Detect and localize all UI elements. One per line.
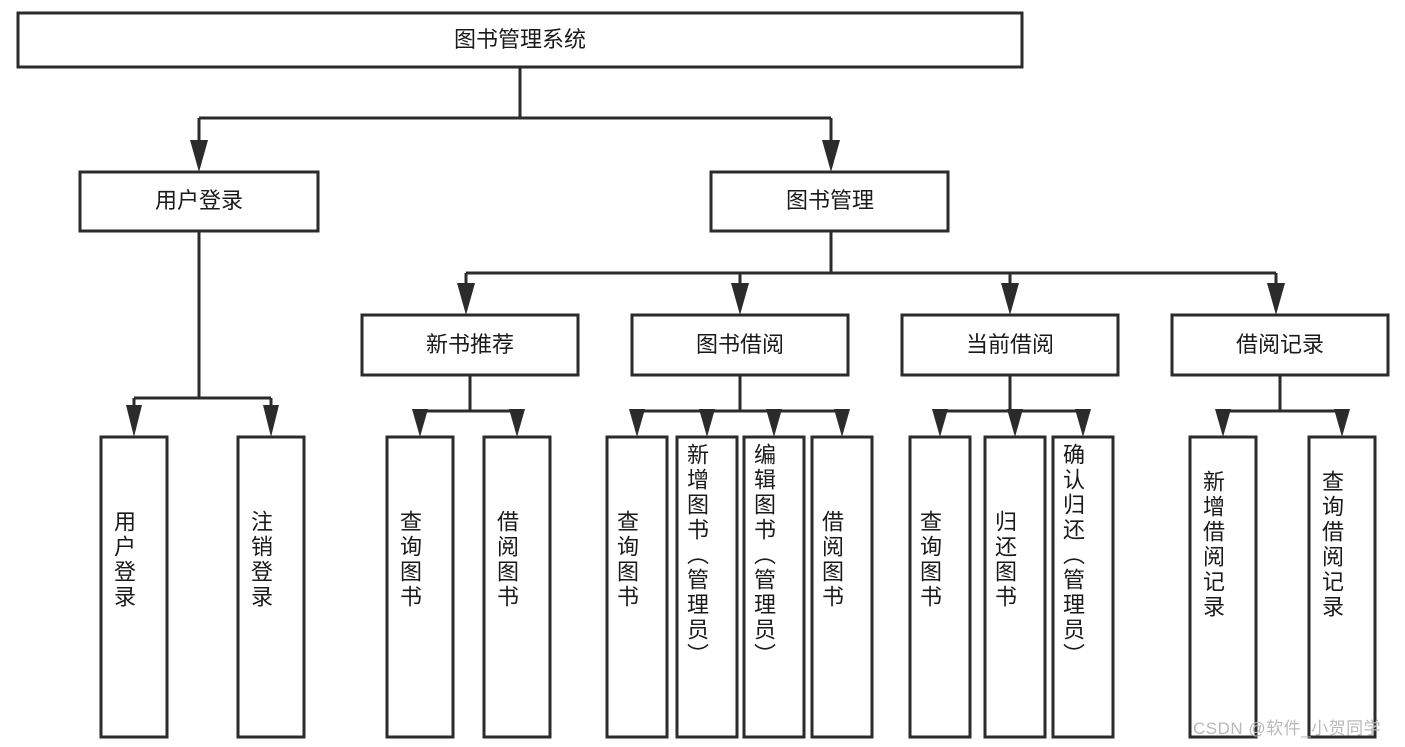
node-leaf-borrow-book-rect[interactable] xyxy=(810,435,874,739)
node-book-management[interactable]: 图书管理 xyxy=(709,170,950,233)
node-leaf-user-login-rect[interactable] xyxy=(99,435,169,739)
node-borrow-records[interactable]: 借阅记录 xyxy=(1170,313,1390,377)
edge-group-new-book-to-leaves xyxy=(412,375,525,437)
arrow-head-leaf-add-borrow-record xyxy=(1215,409,1231,437)
arrow-head-leaf-borrow-book xyxy=(834,409,850,437)
arrow-head-leaf-user-login xyxy=(126,405,142,437)
node-current-borrow-rect[interactable] xyxy=(900,313,1120,377)
node-book-borrow[interactable]: 图书借阅 xyxy=(630,313,850,377)
node-root-label: 图书管理系统 xyxy=(454,27,586,52)
node-user-login-rect[interactable] xyxy=(78,170,320,233)
node-book-management-rect[interactable] xyxy=(709,170,950,233)
node-current-borrow[interactable]: 当前借阅 xyxy=(900,313,1120,377)
node-leaf-query-borrow-record-rect[interactable] xyxy=(1307,435,1377,739)
arrow-head-new-book-recommend xyxy=(457,283,475,315)
arrow-head-leaf-user-logout xyxy=(263,405,279,437)
arrow-head-leaf-borrow-book-rec xyxy=(509,409,525,437)
node-book-borrow-rect[interactable] xyxy=(630,313,850,377)
edge-group-current-borrow-to-leaves xyxy=(932,375,1091,437)
arrow-head-leaf-query-book-current xyxy=(932,409,948,437)
arrow-head-book-borrow xyxy=(731,283,749,315)
csdn-watermark: CSDN @软件_小贺同学 xyxy=(1193,719,1382,738)
arrow-head-leaf-return-book xyxy=(1007,409,1023,437)
node-book-management-label: 图书管理 xyxy=(786,188,874,213)
arrow-head-book-management xyxy=(822,140,840,172)
edge-group-user-login-to-leaves xyxy=(126,231,279,437)
arrow-head-leaf-edit-book-admin xyxy=(766,409,782,437)
arrow-head-leaf-confirm-return-admin xyxy=(1075,409,1091,437)
node-leaf-confirm-return-admin-rect[interactable] xyxy=(1051,435,1115,739)
arrow-head-current-borrow xyxy=(1001,283,1019,315)
edge-group-root-to-level2 xyxy=(190,67,840,172)
node-new-book-recommend-rect[interactable] xyxy=(360,313,580,377)
node-leaf-query-book-rec-rect[interactable] xyxy=(385,435,455,739)
arrow-head-leaf-add-book-admin xyxy=(699,409,715,437)
node-current-borrow-label: 当前借阅 xyxy=(966,332,1054,357)
node-leaf-user-logout-rect[interactable] xyxy=(236,435,306,739)
arrow-head-leaf-query-borrow-record xyxy=(1334,409,1350,437)
node-leaf-edit-book-admin-rect[interactable] xyxy=(742,435,806,739)
node-book-borrow-label: 图书借阅 xyxy=(696,332,784,357)
edge-group-book-management-to-level3 xyxy=(457,231,1285,315)
node-user-login[interactable]: 用户登录 xyxy=(78,170,320,233)
node-leaf-borrow-book-rec-rect[interactable] xyxy=(482,435,552,739)
node-new-book-recommend-label: 新书推荐 xyxy=(426,332,514,357)
node-leaf-return-book-rect[interactable] xyxy=(983,435,1047,739)
node-borrow-records-rect[interactable] xyxy=(1170,313,1390,377)
arrow-head-leaf-query-book-borrow xyxy=(629,409,645,437)
node-root[interactable]: 图书管理系统 xyxy=(16,11,1024,69)
node-borrow-records-label: 借阅记录 xyxy=(1236,332,1324,357)
arrow-head-borrow-records xyxy=(1267,283,1285,315)
node-leaf-query-book-current-rect[interactable] xyxy=(908,435,972,739)
arrow-head-user-login xyxy=(190,140,208,172)
arrow-head-leaf-query-book-rec xyxy=(412,409,428,437)
node-new-book-recommend[interactable]: 新书推荐 xyxy=(360,313,580,377)
node-leaf-add-book-admin-rect[interactable] xyxy=(675,435,739,739)
node-leaf-query-book-borrow-rect[interactable] xyxy=(605,435,669,739)
edge-group-book-borrow-to-leaves xyxy=(629,375,850,437)
edge-group-borrow-records-to-leaves xyxy=(1215,375,1350,437)
node-leaf-add-borrow-record-rect[interactable] xyxy=(1188,435,1258,739)
node-root-rect[interactable] xyxy=(16,11,1024,69)
node-user-login-label: 用户登录 xyxy=(155,188,243,213)
